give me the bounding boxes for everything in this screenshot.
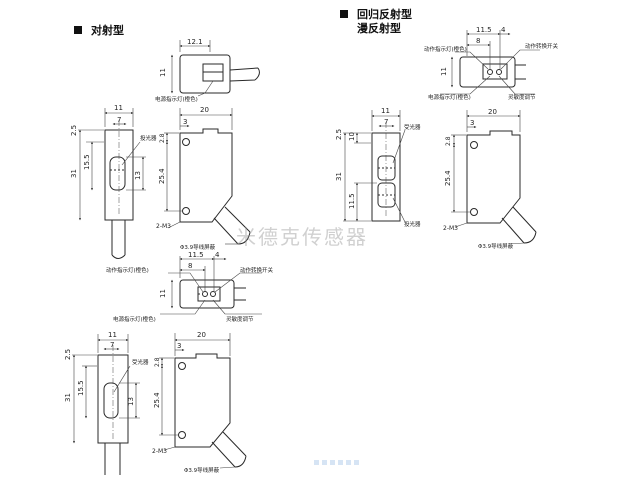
- dim-11-d: 11: [108, 331, 117, 339]
- label-receiver-b: 受光器: [404, 123, 421, 131]
- dim-31-b: 31: [64, 393, 72, 402]
- mid-top-view: [160, 256, 262, 315]
- dim-3-c: 3: [470, 119, 474, 127]
- heading-retro: 回归反射型: [340, 6, 412, 22]
- label-action-indicator-a: 动作指示灯(橙色): [106, 266, 149, 274]
- label-mode-switch-a: 动作转换开关: [240, 266, 274, 274]
- thru-top-view: [170, 40, 260, 97]
- dim-3-a: 3: [183, 118, 187, 126]
- label-cable-a: Φ3.9导线屏蔽: [180, 243, 216, 251]
- label-mode-switch-b: 动作转换开关: [525, 42, 559, 50]
- dim-4-b: 4: [501, 26, 506, 34]
- dim-11-c: 11: [159, 289, 167, 298]
- dim-11-e: 11: [440, 67, 448, 76]
- watermark-dots: [314, 460, 359, 465]
- dim-11-b: 11: [114, 104, 123, 112]
- dim-8-a: 8: [188, 262, 192, 270]
- bottom-receiver-side: [72, 334, 140, 475]
- dim-20-c: 20: [488, 108, 497, 116]
- dim-11-f: 11: [381, 107, 390, 115]
- dim-11-5-c: 11.5: [348, 193, 356, 209]
- dim-31-c: 31: [335, 172, 343, 181]
- dim-2-8-b: 2.8: [154, 357, 161, 367]
- heading-thru-beam-text: 对射型: [91, 24, 124, 37]
- label-mount-hole-c: 2-M3: [443, 225, 458, 232]
- dim-10: 10: [348, 132, 356, 141]
- dim-2-5-b: 2.5: [64, 349, 72, 360]
- thru-emitter-side: [78, 108, 146, 259]
- heading-retro-text: 回归反射型: [357, 8, 412, 21]
- dim-12-1: 12.1: [187, 38, 203, 46]
- dim-7-c: 7: [384, 118, 388, 126]
- label-power-indicator-a: 电源指示灯(橙色): [155, 95, 198, 103]
- dim-20-a: 20: [200, 106, 209, 114]
- label-mount-hole-a: 2-M3: [156, 223, 171, 230]
- label-action-indicator-b: 动作指示灯(橙色): [424, 45, 467, 53]
- label-cable-c: Φ3.9导线屏蔽: [478, 242, 514, 250]
- label-power-indicator-b: 电源指示灯(橙色): [113, 315, 156, 323]
- label-cable-b: Φ3.9导线屏蔽: [184, 466, 220, 474]
- dim-25-4-a: 25.4: [158, 168, 166, 184]
- retro-side: [343, 110, 406, 223]
- label-emitter: 投光器: [140, 134, 157, 142]
- dim-25-4-b: 25.4: [153, 392, 161, 408]
- dim-11-5-a: 11.5: [188, 251, 204, 259]
- dim-4-a: 4: [215, 251, 220, 259]
- dim-15-5-a: 15.5: [83, 154, 91, 170]
- dim-7-a: 7: [117, 116, 121, 124]
- label-sensitivity-a: 灵敏度调节: [226, 315, 254, 323]
- dim-2-8-a: 2.8: [159, 133, 166, 143]
- dim-2-5-c: 2.5: [335, 129, 343, 140]
- dim-8-b: 8: [476, 37, 480, 45]
- label-mount-hole-b: 2-M3: [152, 448, 167, 455]
- bullet-square-icon: [340, 10, 348, 18]
- dim-2-8-c: 2.8: [445, 136, 452, 146]
- dim-13-a: 13: [134, 171, 142, 180]
- dim-25-4-c: 25.4: [444, 170, 452, 186]
- dim-3-b: 3: [177, 342, 181, 350]
- dim-20-b: 20: [197, 331, 206, 339]
- watermark: 米德克传感器: [236, 225, 368, 249]
- dim-7-b: 7: [110, 341, 114, 349]
- bullet-square-icon: [74, 26, 82, 34]
- dim-13-b: 13: [127, 397, 135, 406]
- label-receiver-a: 受光器: [132, 358, 149, 366]
- label-emitter-b: 投光器: [404, 220, 421, 228]
- dim-11-5-b: 11.5: [476, 26, 492, 34]
- retro-top-view: [440, 30, 540, 95]
- retro-front: [451, 110, 537, 245]
- heading-diffuse: 漫反射型: [357, 22, 401, 35]
- dim-2-5-a: 2.5: [70, 125, 78, 136]
- label-sensitivity-b: 灵敏度调节: [508, 93, 536, 101]
- dim-31-a: 31: [70, 169, 78, 178]
- label-power-indicator-c: 电源指示灯(橙色): [428, 93, 471, 101]
- dim-15-5-b: 15.5: [77, 380, 85, 396]
- dim-11-a: 11: [159, 68, 167, 77]
- bottom-front: [159, 333, 247, 469]
- heading-thru-beam: 对射型: [74, 22, 124, 38]
- thru-emitter-front: [164, 108, 251, 245]
